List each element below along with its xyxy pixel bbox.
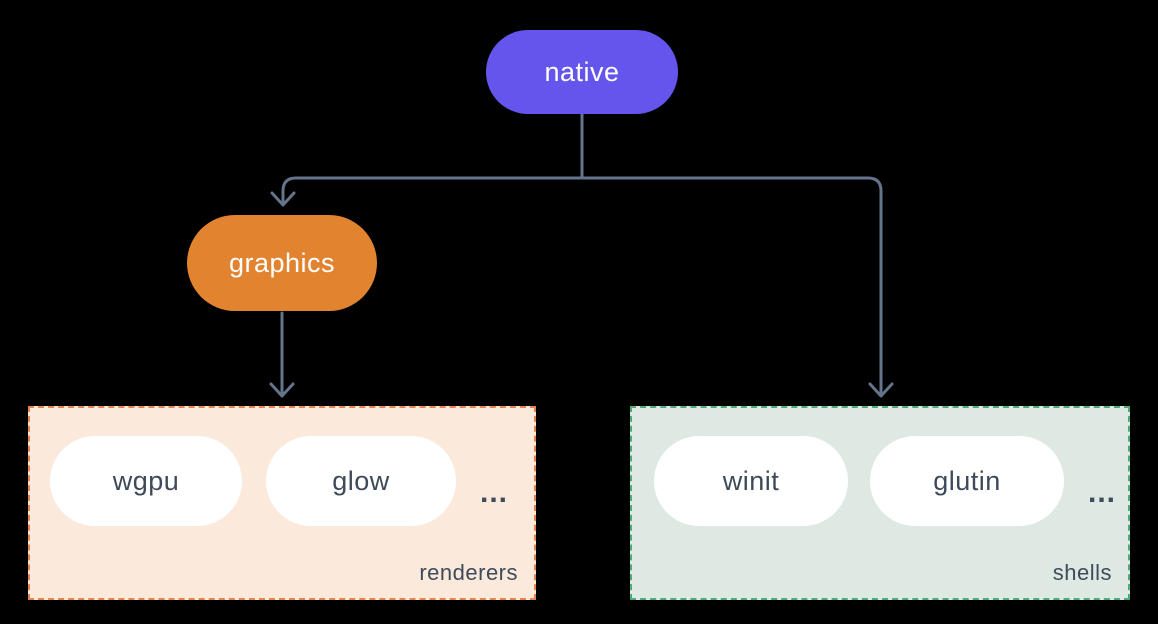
group-shells: winit glutin ... shells xyxy=(630,406,1130,600)
node-glow: glow xyxy=(266,436,456,526)
node-winit-label: winit xyxy=(722,465,780,496)
node-glutin: glutin xyxy=(870,436,1064,526)
shells-group-label: shells xyxy=(1052,560,1112,585)
node-glow-label: glow xyxy=(332,465,390,496)
node-native: native xyxy=(486,30,678,114)
node-wgpu: wgpu xyxy=(50,436,242,526)
node-winit: winit xyxy=(654,436,848,526)
node-graphics-label: graphics xyxy=(228,247,336,278)
shells-ellipsis: ... xyxy=(1088,476,1117,509)
node-wgpu-label: wgpu xyxy=(112,465,180,496)
node-graphics: graphics xyxy=(187,215,377,311)
arrowhead-to-shells xyxy=(868,382,894,398)
arrowhead-to-graphics xyxy=(270,191,296,207)
renderers-ellipsis: ... xyxy=(480,476,509,509)
renderers-group-label: renderers xyxy=(419,560,518,585)
node-native-label: native xyxy=(544,56,620,87)
group-renderers: wgpu glow ... renderers xyxy=(28,406,536,600)
arrowhead-to-renderers xyxy=(269,382,295,398)
connector-branch xyxy=(281,176,883,397)
node-glutin-label: glutin xyxy=(933,465,1001,496)
